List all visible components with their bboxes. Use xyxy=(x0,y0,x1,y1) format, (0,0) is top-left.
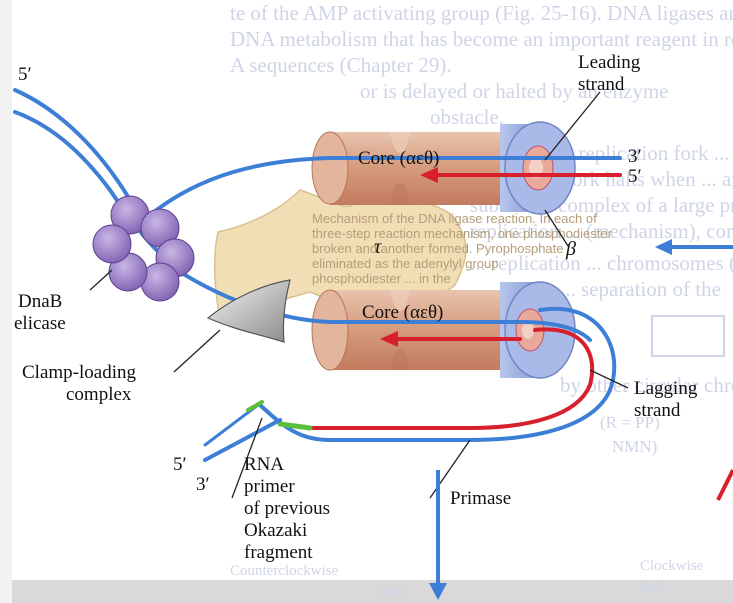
dnab-label-line1: DnaB xyxy=(18,291,62,312)
clamp-loading-label-line2: complex xyxy=(66,384,131,405)
core-top-label: Core (αεθ) xyxy=(358,148,439,170)
three-prime-right: 3′ xyxy=(628,146,642,167)
bg-line-11: ... separation of the xyxy=(560,277,721,301)
core-bottom-label: Core (αεθ) xyxy=(362,302,443,324)
tau-label: τ xyxy=(374,236,381,259)
bg-line-5: obstacle. xyxy=(430,105,504,129)
rna-primer-label-line2: primer xyxy=(244,476,295,497)
scan-edge-left xyxy=(0,0,12,603)
rna-primer-label-line5: fragment xyxy=(244,542,313,563)
bg-line-1: te of the AMP activating group (Fig. 25-… xyxy=(230,1,733,25)
beta-label: β xyxy=(566,238,576,261)
rna-primer-label-line3: of previous xyxy=(244,498,330,519)
bg-fragment-fork-2: fork xyxy=(640,580,665,596)
svg-text:eliminated as the adenylyl gro: eliminated as the adenylyl group xyxy=(312,256,498,271)
bg-line-3: A sequences (Chapter 29). xyxy=(230,53,452,77)
leading-strand-label-line1: Leading xyxy=(578,52,640,73)
bg-fragment-counterclockwise: Counterclockwise xyxy=(230,563,339,579)
lagging-strand-label-line1: Lagging xyxy=(634,378,697,399)
bg-line-2: DNA metabolism that has become an import… xyxy=(230,27,733,51)
primase-label: Primase xyxy=(450,488,511,509)
bg-fragment-clockwise: Clockwise xyxy=(640,558,704,574)
five-prime-bottom: 5′ xyxy=(173,454,187,475)
dnab-label-line2: elicase xyxy=(14,313,66,334)
clamp-loading-label-line1: Clamp-loading xyxy=(22,362,136,383)
three-prime-bottom: 3′ xyxy=(196,474,210,495)
five-prime-top-left: 5′ xyxy=(18,64,32,85)
rna-primer-label-line4: Okazaki xyxy=(244,520,307,541)
rna-primer-label-line1: RNA xyxy=(244,454,284,475)
svg-text:phosphodiester ... in the: phosphodiester ... in the xyxy=(312,271,451,286)
bg-fragment-nmn: NMN) xyxy=(612,437,657,456)
bg-fragment-fork-1: fork xyxy=(380,584,405,600)
lagging-strand-label-line2: strand xyxy=(634,400,680,421)
svg-text:broken and another formed. Pyr: broken and another formed. Pyrophosphate xyxy=(312,241,564,256)
leading-strand-label-line2: strand xyxy=(578,74,624,95)
scan-edge-bottom xyxy=(0,580,733,603)
five-prime-right: 5′ xyxy=(628,166,642,187)
